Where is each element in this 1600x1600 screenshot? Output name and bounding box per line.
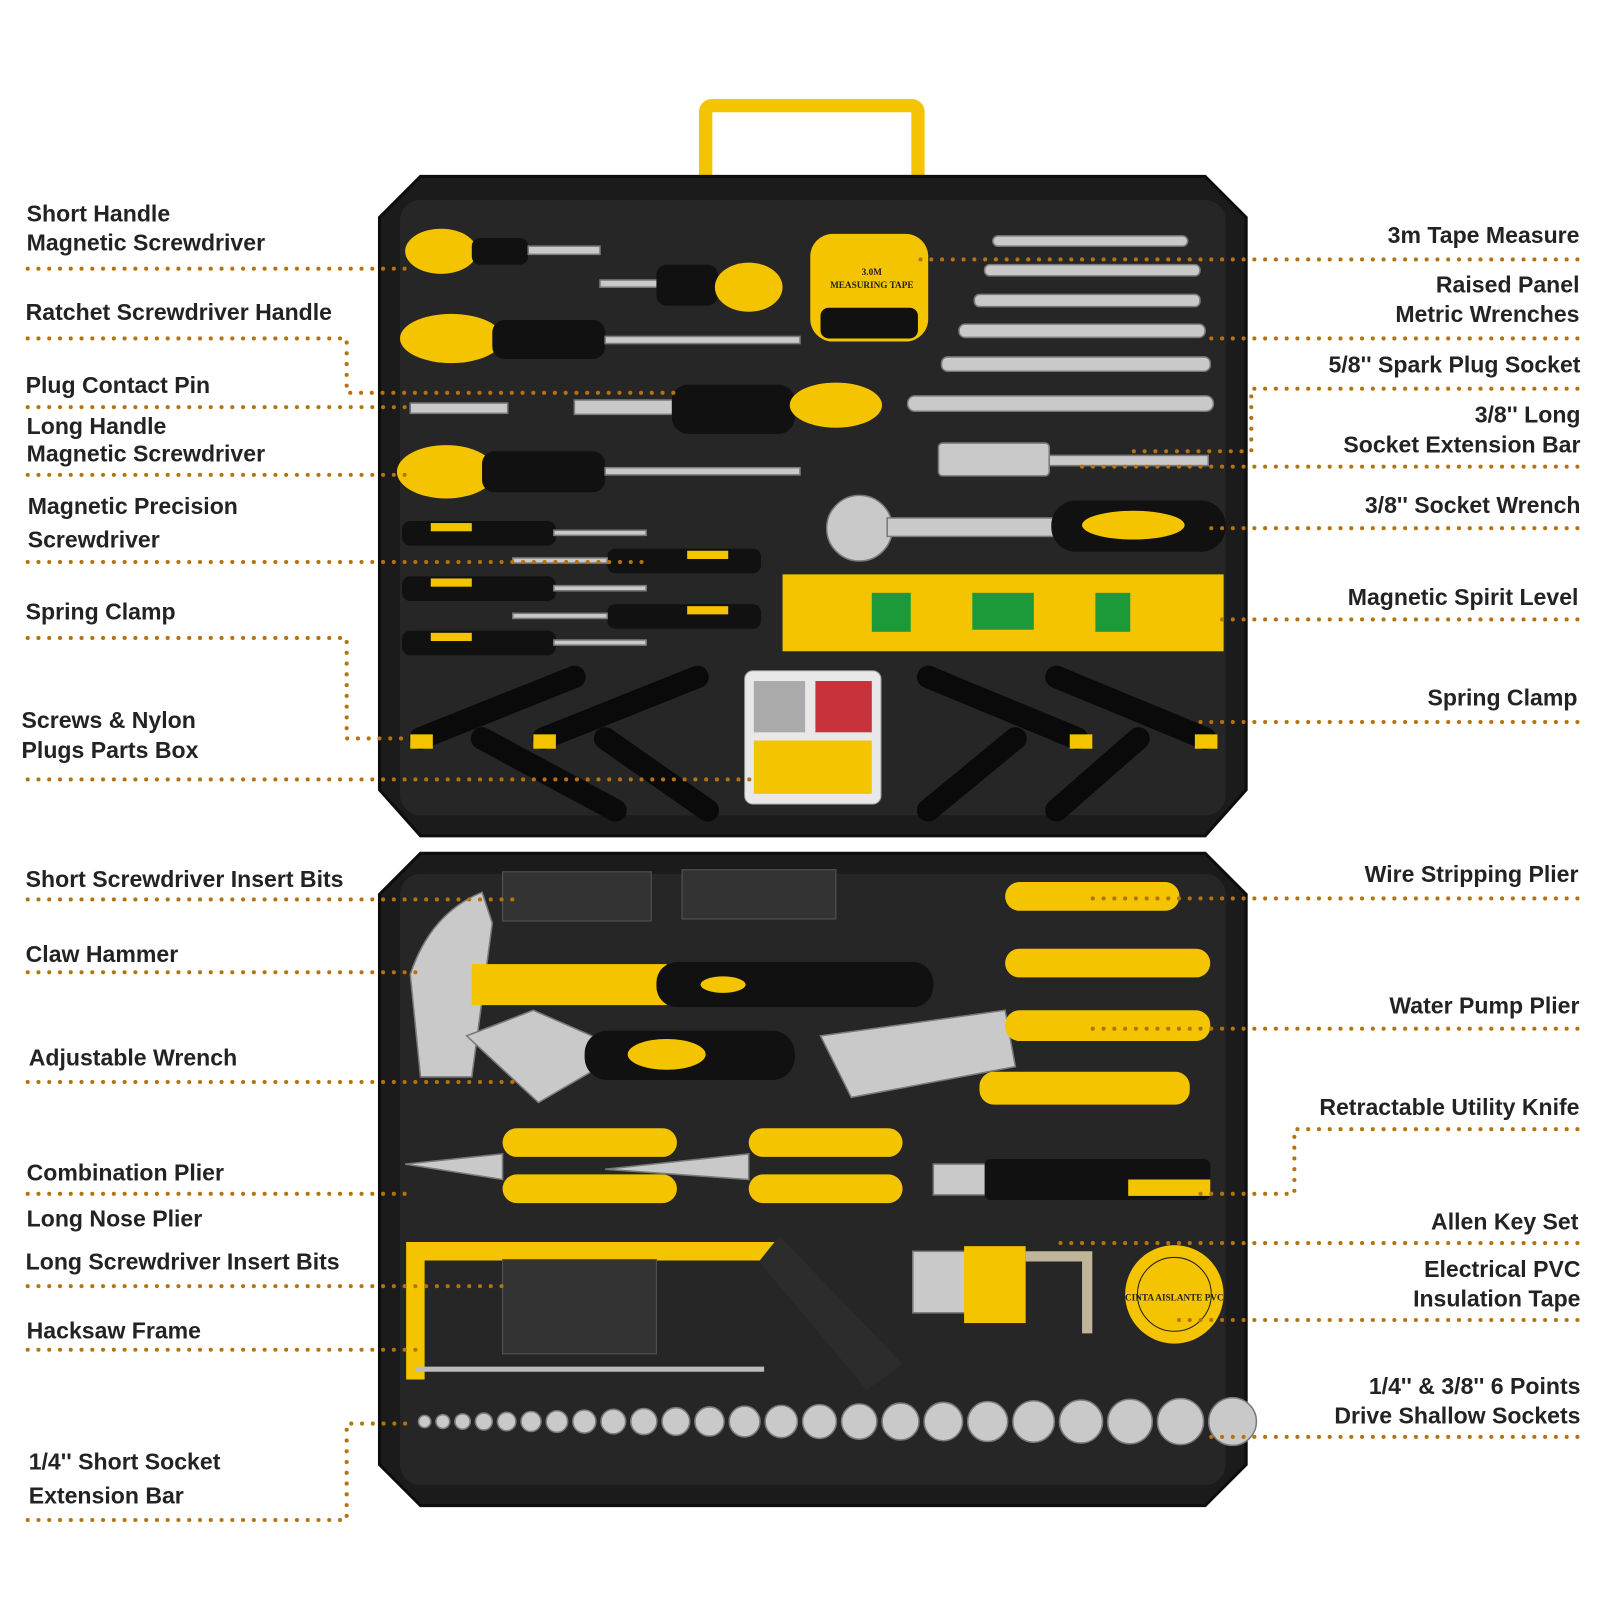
screwdriver-icon xyxy=(400,313,801,364)
socket-icon xyxy=(417,1414,432,1429)
socket-icon xyxy=(764,1404,799,1439)
socket-icon xyxy=(572,1409,597,1434)
socket-icon xyxy=(661,1406,691,1437)
label-spring-clamp-right: Spring Clamp xyxy=(1428,685,1578,711)
screwdriver-icon xyxy=(405,228,601,274)
label-claw-hammer: Claw Hammer xyxy=(26,941,179,967)
socket-icon xyxy=(1058,1399,1104,1444)
socket-icon xyxy=(545,1410,569,1434)
label-tape-measure: 3m Tape Measure xyxy=(1388,222,1580,248)
screwdriver-icon xyxy=(396,445,801,499)
insulation-tape-icon: CINTA AISLANTE PVC xyxy=(1125,1245,1224,1344)
socket-icon xyxy=(474,1412,494,1431)
label-utility-knife: Retractable Utility Knife xyxy=(1319,1094,1579,1120)
screwdriver-icon xyxy=(599,262,783,312)
tape-measure-brand: 3.0M xyxy=(862,267,883,277)
label-adjustable-wrench: Adjustable Wrench xyxy=(29,1045,237,1071)
allen-keys-icon xyxy=(912,1246,1093,1334)
label-long-nose-plier: Long Nose Plier xyxy=(27,1206,203,1232)
extension-bar-icon xyxy=(937,442,1209,477)
label-plug-contact-pin: Plug Contact Pin xyxy=(26,372,211,398)
wrenches-icon xyxy=(906,235,1215,413)
label-short-insert-bits: Short Screwdriver Insert Bits xyxy=(26,866,344,892)
lid-tools: 3.0M MEASURING TAPE xyxy=(396,228,1226,822)
socket-icon xyxy=(1207,1396,1258,1447)
label-allen-key-set: Allen Key Set xyxy=(1431,1209,1579,1235)
socket-icon xyxy=(840,1403,878,1440)
spring-clamps-icon xyxy=(409,665,1217,822)
label-wire-stripping-plier: Wire Stripping Plier xyxy=(1365,861,1579,887)
socket-icon xyxy=(600,1408,627,1435)
socket-icon xyxy=(630,1407,658,1436)
socket-icon xyxy=(1106,1398,1154,1445)
label-water-pump-plier: Water Pump Plier xyxy=(1389,992,1579,1018)
socket-icon xyxy=(435,1413,451,1430)
label-socket-wrench: 3/8'' Socket Wrench xyxy=(1365,492,1581,518)
socket-icon xyxy=(966,1400,1009,1443)
callout-lines xyxy=(25,257,1580,1523)
tape-measure-icon: 3.0M MEASURING TAPE xyxy=(810,233,929,342)
insulation-tape-text: CINTA AISLANTE PVC xyxy=(1125,1293,1224,1303)
socket-icon xyxy=(694,1406,725,1437)
label-long-insert-bits: Long Screwdriver Insert Bits xyxy=(26,1249,340,1275)
long-bits-icon xyxy=(502,1258,657,1355)
label-spring-clamp-left: Spring Clamp xyxy=(26,598,176,624)
tape-measure-sub: MEASURING TAPE xyxy=(830,280,913,290)
socket-icon xyxy=(801,1403,838,1440)
socket-icon xyxy=(881,1402,920,1441)
label-spirit-level: Magnetic Spirit Level xyxy=(1348,584,1579,610)
ratchet-handle-icon xyxy=(409,382,883,434)
precision-screwdrivers-icon xyxy=(402,521,762,656)
socket-icon xyxy=(1156,1397,1205,1446)
label-hacksaw-frame: Hacksaw Frame xyxy=(27,1317,202,1343)
socket-icon xyxy=(520,1410,542,1433)
base-tools: CINTA AISLANTE PVC xyxy=(405,869,1258,1447)
socket-icon xyxy=(728,1405,761,1438)
socket-icon xyxy=(923,1401,964,1442)
socket-wrench-icon xyxy=(825,494,1226,562)
utility-knife-icon xyxy=(932,1158,1211,1200)
spirit-level-icon xyxy=(782,574,1224,652)
label-combination-plier: Combination Plier xyxy=(27,1160,224,1186)
label-spark-plug-socket: 5/8'' Spark Plug Socket xyxy=(1329,351,1581,377)
socket-icon xyxy=(496,1411,517,1432)
hacksaw-icon xyxy=(406,1235,903,1390)
bits-icon xyxy=(502,869,837,922)
label-ratchet-screwdriver-handle: Ratchet Screwdriver Handle xyxy=(26,299,333,325)
sockets-row xyxy=(417,1396,1258,1447)
socket-icon xyxy=(454,1413,472,1430)
hammer-icon xyxy=(409,891,934,1078)
parts-box-icon xyxy=(744,670,882,805)
pliers-icon xyxy=(405,882,1211,1204)
socket-icon xyxy=(1012,1400,1056,1444)
adjustable-wrench-icon xyxy=(465,1009,795,1104)
